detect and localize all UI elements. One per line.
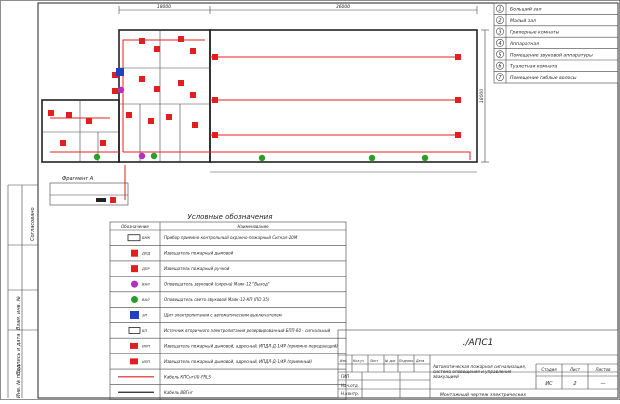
legend-row-name: Извещатель пожарный дымовой bbox=[164, 251, 234, 256]
stamp-header-cell: Лист bbox=[369, 359, 378, 363]
stamp-description: Автоматическая пожарная сигнализация, си… bbox=[433, 364, 527, 379]
stage-label: Стадия bbox=[541, 367, 557, 372]
legend-symbol-code: ИПП bbox=[142, 344, 150, 348]
legend-symbol-icon bbox=[131, 265, 138, 273]
room-name: Грилерные комнаты bbox=[510, 30, 560, 36]
room-number: 4 bbox=[498, 41, 501, 47]
legend-symbol-icon bbox=[131, 249, 138, 257]
exit-light-icon bbox=[93, 153, 101, 161]
stamp-header-cell: Дата bbox=[415, 359, 424, 363]
dimension-label: 18000 bbox=[479, 89, 485, 103]
legend-symbol-icon bbox=[127, 234, 141, 242]
fragment-label: Фрагмент А bbox=[62, 176, 94, 182]
symbols-legend: Условные обозначения Обозначение Наимено… bbox=[109, 213, 347, 401]
room-name: Помещение гиблые волосы bbox=[510, 75, 577, 81]
legend-row-name: Кабель ВВГнг bbox=[164, 390, 194, 395]
siren-icon bbox=[117, 86, 125, 94]
legend-symbol-icon bbox=[131, 280, 138, 288]
legend-row-name: Кабель КПСнг(А)-FRLS bbox=[164, 374, 211, 379]
legend-title: Условные обозначения bbox=[188, 213, 273, 221]
room-name: Малый зал bbox=[510, 18, 536, 24]
margin-label-agreed: Согласовано bbox=[30, 207, 36, 241]
legend-symbol-icon bbox=[130, 311, 139, 319]
drawing-code: ./АПС1 bbox=[463, 338, 494, 348]
left-wing-walls bbox=[118, 29, 211, 163]
exit-light-icon bbox=[368, 154, 376, 162]
dimension-label: 36000 bbox=[336, 4, 350, 10]
legend-symbol-code: ЭП bbox=[141, 314, 148, 318]
margin-label-inventory: Инв. № подл. bbox=[16, 364, 22, 399]
room-name: Аппаратная bbox=[509, 41, 539, 47]
stamp-header-cell: Изм bbox=[340, 359, 347, 363]
exit-light-icon bbox=[150, 152, 158, 160]
stamp-header-cell: Подпись bbox=[399, 359, 413, 363]
title-block: ./АПС1 Изм Кол.уч Лист № док Подпись Дат… bbox=[337, 329, 619, 399]
legend-symbol-code: БМК bbox=[142, 236, 151, 240]
legend-symbol-code: ИПП bbox=[142, 360, 150, 364]
sheet-label: Лист bbox=[569, 367, 581, 372]
annex-walls bbox=[41, 99, 120, 163]
room-name: Больший зал bbox=[510, 7, 541, 13]
stamp-header-cell: № док bbox=[384, 359, 395, 363]
legend-symbol-code: ВАЛ bbox=[142, 298, 150, 302]
stamp-role: Н.контр. bbox=[341, 391, 359, 396]
legend-symbol-icon bbox=[130, 358, 138, 365]
room-number: 7 bbox=[498, 75, 502, 81]
room-number: 3 bbox=[498, 30, 501, 36]
exit-light-icon bbox=[258, 154, 266, 162]
legend-col-name: Наименование bbox=[237, 224, 269, 229]
fragment-a-box bbox=[49, 182, 129, 206]
legend-symbol-code: ДПР bbox=[141, 267, 151, 271]
room-number: 1 bbox=[498, 7, 501, 13]
room-number: 6 bbox=[498, 64, 501, 70]
drawing-title: Монтажный чертеж электрических bbox=[440, 392, 527, 398]
legend-row-name: Извещатель пожарный дымовой, адресный, И… bbox=[164, 343, 338, 348]
stage-value: ИС bbox=[545, 381, 553, 387]
left-margin-strip: Согласовано Взам. инв. № Подпись и дата … bbox=[7, 184, 38, 399]
sheets-label: Листов bbox=[595, 367, 612, 372]
stamp-role: Нач.отд. bbox=[341, 383, 359, 388]
stamp-role: ГИП bbox=[341, 374, 349, 379]
stamp-description-box: Автоматическая пожарная сигнализация, си… bbox=[433, 364, 527, 379]
legend-row-name: Источник вторичного электропитания резер… bbox=[164, 328, 331, 333]
legend-row-name: Извещатель пожарный дымовой, адресный, И… bbox=[164, 359, 313, 364]
room-number: 2 bbox=[498, 18, 501, 24]
legend-col-symbol: Обозначение bbox=[121, 224, 149, 229]
room-name: Туалетная комната bbox=[510, 64, 557, 70]
legend-row-name: Прибор приемно-контрольный охранно-пожар… bbox=[164, 235, 298, 240]
legend-symbol-code: ВАЛ bbox=[142, 283, 150, 287]
control-panel-icon bbox=[116, 68, 124, 76]
margin-label-signature: Подпись и дата bbox=[16, 334, 22, 375]
legend-symbol-icon bbox=[131, 296, 138, 304]
legend-symbol-icon bbox=[130, 342, 138, 349]
stamp-header-cell: Кол.уч bbox=[353, 359, 364, 363]
sheet-value: 2 bbox=[573, 381, 576, 387]
legend-row-name: Извещатель пожарный ручной bbox=[164, 266, 230, 271]
drawing-frame bbox=[37, 2, 619, 399]
legend-symbol-code: БП bbox=[142, 329, 147, 333]
siren-icon bbox=[138, 152, 146, 160]
legend-row-name: Оповещатель звуковой (сирена) Маяк-12 "В… bbox=[164, 282, 270, 287]
exit-light-icon bbox=[421, 154, 429, 162]
room-number: 5 bbox=[498, 52, 501, 58]
legend-row-name: Оповещатель свето-звуковой Маяк-12-КП (П… bbox=[164, 297, 270, 302]
detector-group bbox=[48, 36, 461, 146]
legend-rows: БМК Прибор приемно-контрольный охранно-по… bbox=[110, 234, 346, 401]
room-name: Помещение звуковой аппаратуры bbox=[510, 52, 593, 58]
legend-symbol-code: ДПД bbox=[141, 252, 151, 256]
legend-row-name: Щит электропитания с автоматическим выкл… bbox=[164, 313, 282, 318]
rooms-legend-table: 1 2 3 4 5 6 7 Больший зал Малый зал Грил… bbox=[493, 2, 619, 84]
floor-plan: 18000 36000 18000 bbox=[41, 4, 489, 206]
margin-label-replaced: Взам. инв. № bbox=[16, 296, 22, 330]
legend-symbol-icon bbox=[128, 327, 141, 334]
dimension-label: 18000 bbox=[157, 4, 171, 10]
main-hall-walls bbox=[209, 29, 478, 163]
sheets-value: — bbox=[601, 381, 606, 387]
